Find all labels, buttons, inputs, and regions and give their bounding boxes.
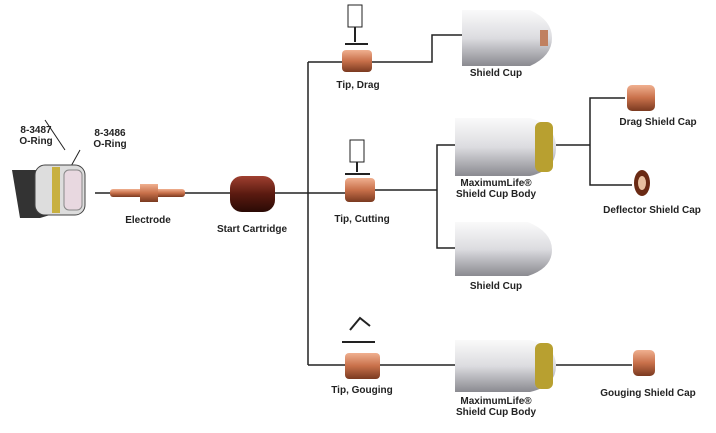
drag-shield-cap-label: Drag Shield Cap [619,117,697,128]
gouging-shield-cap-label: Gouging Shield Cap [600,388,696,399]
shield-cup-body-cutting-icon [455,118,556,176]
shield-cup-mid-icon [455,222,552,276]
tip-cutting-icon [345,139,375,202]
deflector-shield-cap-icon [634,170,650,196]
connector-lines [44,34,632,366]
tip-drag-icon [342,4,372,72]
tip-gouging-label: Tip, Gouging [331,385,393,396]
shield-cup-body-gouging-icon [455,340,556,392]
shield-cup-body-gouging-label: MaximumLife®Shield Cup Body [456,396,536,418]
shield-cup-body-cutting-label: MaximumLife®Shield Cup Body [456,178,536,200]
tip-drag-label: Tip, Drag [336,80,380,91]
shield-cup-top-icon [462,10,552,66]
drag-shield-cap-icon [627,85,655,111]
electrode-label: Electrode [125,215,171,226]
tip-gouging-icon [342,316,380,379]
electrode-icon [110,184,185,202]
shield-cup-top-label: Shield Cup [469,68,523,79]
gouging-shield-cap-icon [633,350,655,376]
start-cartridge-icon [230,176,275,212]
shield-cup-mid-label: Shield Cup [469,281,523,292]
deflector-shield-cap-label: Deflector Shield Cap [603,205,701,216]
tip-cutting-label: Tip, Cutting [334,214,390,225]
start-cartridge-label: Start Cartridge [216,224,288,235]
torch-head-icon [12,164,86,218]
